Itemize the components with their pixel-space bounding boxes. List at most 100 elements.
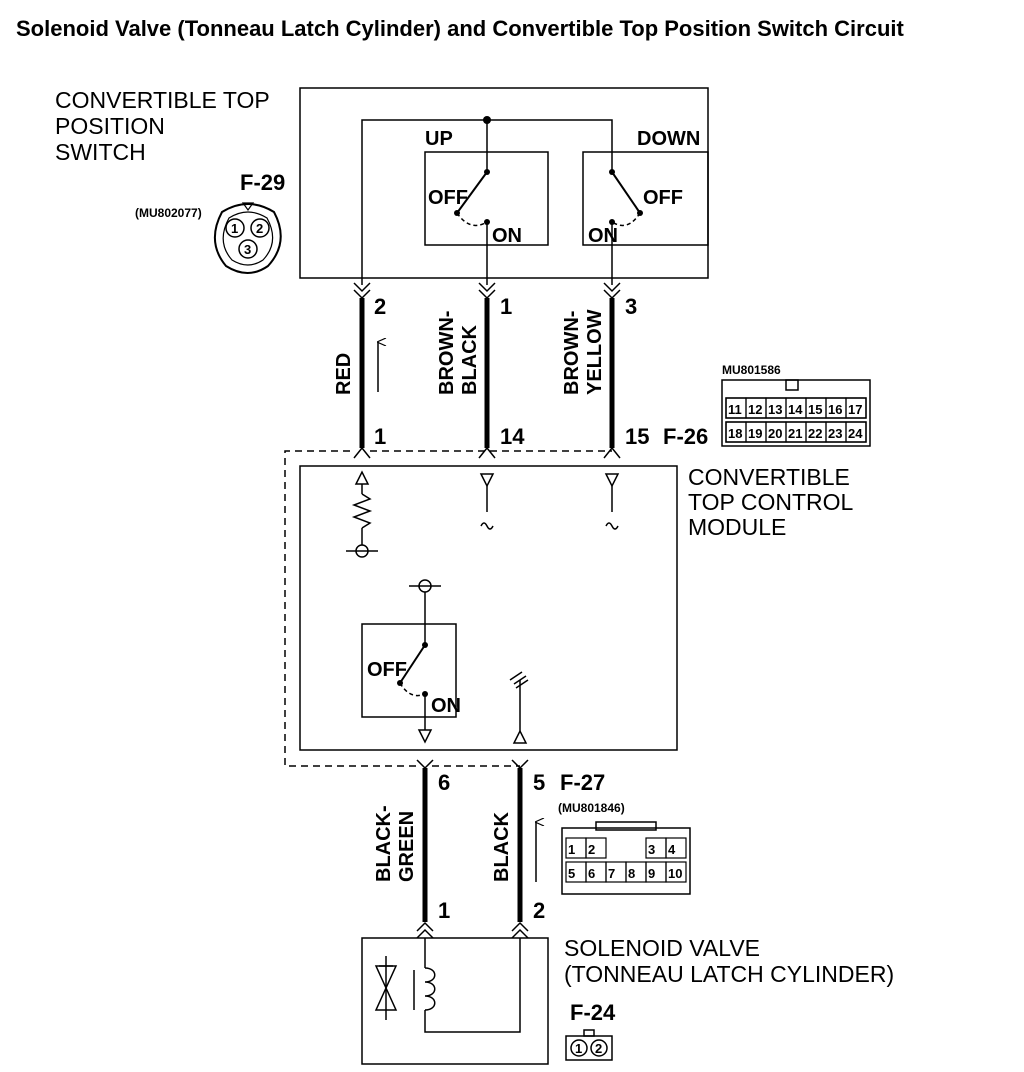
down-label: DOWN <box>637 128 700 150</box>
wire-red-pin-top: 2 <box>374 294 386 319</box>
wire-brown-black-connector-top <box>478 282 496 300</box>
module-ground-symbol <box>509 671 529 689</box>
module-relay-off-label: OFF <box>367 659 407 681</box>
wire-black-green-pin-bottom: 1 <box>438 898 450 923</box>
f27-pin-label: 6 <box>588 866 595 881</box>
wire-black-connector-bottom <box>511 921 529 939</box>
wire-black-pin-bottom: 2 <box>533 898 545 923</box>
f27-pin-cell <box>585 837 607 859</box>
f27-pin-label: 9 <box>648 866 655 881</box>
wire-brown-yellow-color-2: YELLOW <box>584 309 606 395</box>
up-off-label: OFF <box>428 187 468 209</box>
solenoid-label-line-1: SOLENOID VALVE <box>564 935 760 961</box>
switch-connector-pin-3: 3 <box>244 242 251 257</box>
module-dashed-outline-left <box>284 450 420 767</box>
module-top-connector-id: F-26 <box>663 424 708 449</box>
f26-pin-label: 13 <box>768 402 782 417</box>
up-switch-blade <box>456 171 488 214</box>
f26-pin-label: 17 <box>848 402 862 417</box>
module-label-line-3: MODULE <box>688 514 786 540</box>
wire-red-connector-top <box>353 282 371 300</box>
solenoid-coil-return <box>424 938 521 1033</box>
module-pin6-output-arrow <box>417 729 433 744</box>
upper-harness: 2 1 RED 1 14 BROWN- BLACK 3 15 BROWN- YE… <box>333 282 708 459</box>
f27-pin-label: 8 <box>628 866 635 881</box>
f26-pin-label: 21 <box>788 426 802 441</box>
module-label-line-1: CONVERTIBLE <box>688 464 850 490</box>
wire-black-color: BLACK <box>491 811 513 882</box>
wire-black-green-pin-top: 6 <box>438 770 450 795</box>
wire-brown-black-color-2: BLACK <box>459 324 481 395</box>
wire-red-pin-bottom: 1 <box>374 424 386 449</box>
solenoid-coil <box>424 967 436 1011</box>
module-relay-travel <box>399 682 426 697</box>
wire-brown-black-connector-bottom <box>478 446 496 459</box>
module-pin15-input-arrow <box>604 473 620 488</box>
module-top-connector-part: MU801586 <box>722 363 781 377</box>
wire-brown-yellow-connector-bottom <box>603 446 621 459</box>
switch-connector-pin-1: 1 <box>231 221 238 236</box>
switch-connector-id: F-29 <box>240 170 285 195</box>
f27-pin-label: 5 <box>568 866 575 881</box>
f27-pin-cell <box>665 837 687 859</box>
f27-pin-label: 1 <box>568 842 575 857</box>
solenoid-connector-pin-1: 1 <box>575 1041 582 1056</box>
module-bottom-connector-id: F-27 <box>560 770 605 795</box>
position-switch: CONVERTIBLE TOP POSITION SWITCH UP OFF O… <box>55 87 709 285</box>
module-pin15-logic <box>605 522 619 530</box>
f27-pin-label: 2 <box>588 842 595 857</box>
down-on-label: ON <box>588 225 618 247</box>
wire-red-connector-bottom <box>353 446 371 459</box>
module-pin14-input-arrow <box>479 473 495 488</box>
solenoid-label-line-2: (TONNEAU LATCH CYLINDER) <box>564 961 894 987</box>
module-bottom-connector-part: (MU801846) <box>558 801 625 815</box>
solenoid-connector-id: F-24 <box>570 1000 616 1025</box>
wire-brown-black-color-1: BROWN- <box>436 311 458 395</box>
solenoid-box <box>361 937 549 1065</box>
down-switch-blade <box>611 171 641 214</box>
switch-connector-part: (MU802077) <box>135 206 202 220</box>
wire-black-connector-top <box>511 759 529 770</box>
switch-connector-face: 1 2 3 <box>214 202 282 274</box>
wire-brown-black-pin-bottom: 14 <box>500 424 525 449</box>
f26-pin-label: 14 <box>788 402 803 417</box>
wire-brown-yellow-pin-bottom: 15 <box>625 424 649 449</box>
wire-brown-yellow-pin-top: 3 <box>625 294 637 319</box>
f26-pin-label: 12 <box>748 402 762 417</box>
wire-brown-yellow-color-1: BROWN- <box>561 311 583 395</box>
f26-pin-label: 16 <box>828 402 842 417</box>
f26-pin-label: 20 <box>768 426 782 441</box>
f27-pin-cell <box>665 861 687 883</box>
control-module: CONVERTIBLE TOP CONTROL MODULE OFF ON <box>284 450 853 767</box>
f26-pin-cell <box>845 397 867 419</box>
wire-black-green-color-2: GREEN <box>396 811 418 882</box>
down-off-label: OFF <box>643 187 683 209</box>
module-pin14-logic <box>480 522 494 530</box>
wire-black-green-connector-top <box>416 759 434 770</box>
solenoid-connector-pin-2: 2 <box>595 1041 602 1056</box>
f26-pin-label: 22 <box>808 426 822 441</box>
f26-pin-cell <box>845 421 867 443</box>
switch-connector-pin-2: 2 <box>256 221 263 236</box>
module-relay-blade <box>399 644 426 684</box>
module-relay-box <box>361 623 457 718</box>
lower-harness: 6 1 BLACK- GREEN 5 2 BLACK F-27 <box>373 759 605 939</box>
valve-symbol-icon <box>374 956 398 1020</box>
up-label: UP <box>425 128 453 150</box>
solenoid-connector-face: 1 2 <box>565 1029 613 1061</box>
page-title: Solenoid Valve (Tonneau Latch Cylinder) … <box>16 16 905 41</box>
wire-black-green-color-1: BLACK- <box>373 805 395 882</box>
switch-label-line-3: SWITCH <box>55 139 146 165</box>
f26-pin-label: 18 <box>728 426 742 441</box>
f27-pin-label: 7 <box>608 866 615 881</box>
down-switch-box <box>582 151 709 246</box>
switch-outer-box <box>299 87 709 279</box>
module-pin1-input-arrow <box>354 470 370 485</box>
down-switch-travel <box>611 212 641 227</box>
wire-brown-black-pin-top: 1 <box>500 294 512 319</box>
switch-junction-dot <box>483 116 491 124</box>
module-pin1-resistor <box>351 493 373 529</box>
